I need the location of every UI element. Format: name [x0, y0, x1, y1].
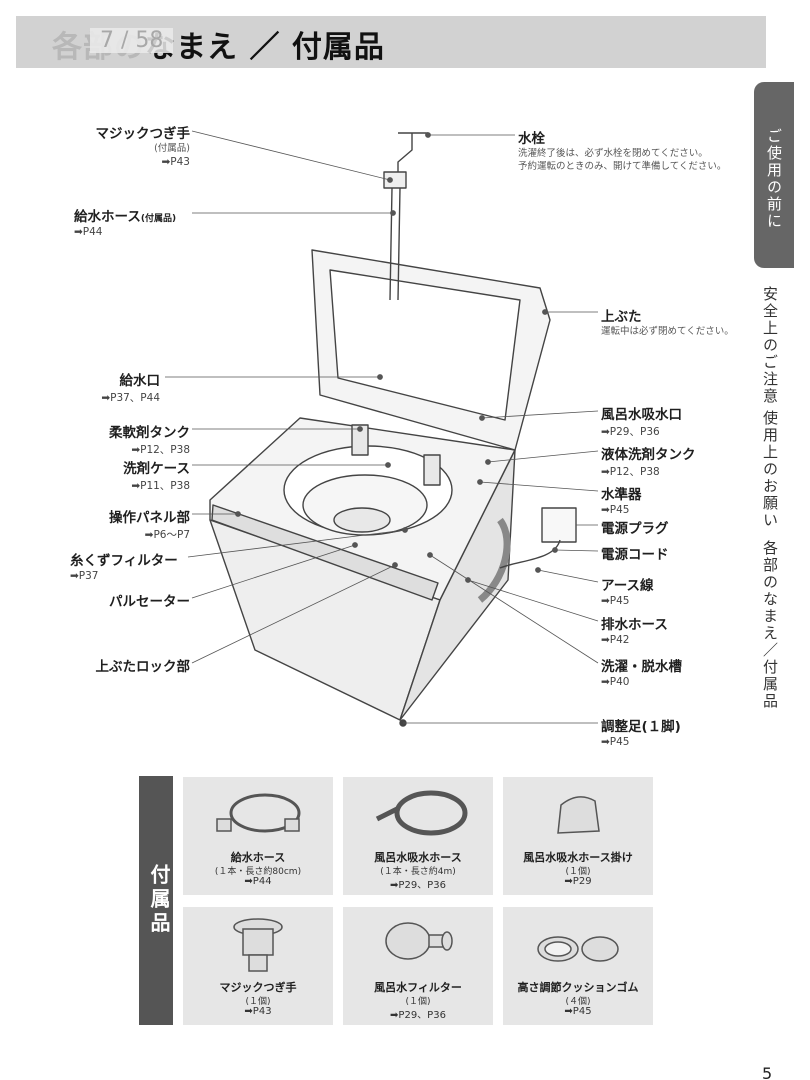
softener-tank-shape [351, 424, 369, 456]
label-power-plug: 電源プラグ [601, 521, 669, 537]
page-counter-overlay: 7 / 58 [90, 28, 174, 53]
label-ground-wire: アース線 ➡P45 [601, 578, 654, 607]
pulsator-shape [333, 507, 391, 533]
label-drain-hose: 排水ホース ➡P42 [601, 617, 668, 646]
accessory-card: 風呂水吸水ホース (１本・長さ約4m) ➡P29、P36 [343, 777, 493, 895]
drain-hose-shape [477, 517, 511, 603]
bath-hose-icon [375, 790, 468, 836]
power-plug-box [541, 507, 577, 543]
faucet-shape [397, 132, 428, 178]
control-panel-strip [211, 504, 439, 601]
label-liquid-tank: 液体洗剤タンク ➡P12、P38 [601, 447, 696, 478]
label-tub: 洗濯・脱水槽 ➡P40 [601, 659, 682, 688]
supply-hose-icon [216, 793, 301, 833]
side-tab-safety[interactable]: 安全上のご注意 [761, 286, 779, 405]
accessory-card: 高さ調節クッションゴム (４個) ➡P45 [503, 907, 653, 1025]
side-tab-usage[interactable]: 使用上のお願い [761, 410, 779, 529]
accessory-card: マジックつぎ手 (１個) ➡P43 [183, 907, 333, 1025]
label-supply-port: 給水口 ➡P37、P44 [101, 373, 160, 404]
label-detergent-case: 洗剤ケース ➡P11、P38 [123, 461, 190, 492]
label-pulsator: パルセーター [109, 594, 190, 610]
page-header: 各部のなまえ ／ 付属品 7 / 58 [16, 16, 766, 68]
label-top-lid: 上ぶた 運転中は必ず閉めてください。 [601, 309, 734, 337]
hose-hook-icon [557, 796, 600, 834]
label-control-panel: 操作パネル部 ➡P6～P7 [109, 510, 190, 541]
label-lint-filter: 糸くずフィルター ➡P37 [70, 553, 178, 582]
magic-joint-shape [383, 171, 407, 189]
magic-joint-icon [233, 918, 283, 972]
label-faucet: 水栓 洗濯終了後は、必ず水栓を閉めてください。 予約運転のときのみ、開けて準備し… [518, 131, 727, 172]
washing-machine-diagram [165, 130, 599, 727]
label-lid-lock: 上ぶたロック部 [95, 659, 191, 675]
page-number: 5 [762, 1064, 773, 1080]
accessory-card: 給水ホース (１本・長さ約80cm) ➡P44 [183, 777, 333, 895]
label-supply-hose: 給水ホース(付属品) ➡P44 [74, 209, 177, 238]
label-softener-tank: 柔軟剤タンク ➡P12、P38 [109, 425, 190, 456]
liquid-tank-shape [423, 454, 441, 486]
label-magic-joint: マジックつぎ手 (付属品) ➡P43 [95, 126, 191, 168]
label-foot: 調整足(１脚) ➡P45 [601, 719, 681, 748]
side-tab-before-use[interactable]: ご使用の前に [754, 82, 794, 268]
power-cord-shape [499, 539, 561, 569]
supply-hose-shape [389, 187, 401, 301]
accessory-card: 風呂水フィルター (１個) ➡P29、P36 [343, 907, 493, 1025]
top-lid-window [329, 269, 521, 421]
accessory-card: 風呂水吸水ホース掛け (１個) ➡P29 [503, 777, 653, 895]
accessories-title-bar: 付属品 [139, 776, 173, 1025]
side-tab-parts[interactable]: 各部のなまえ／付属品 [761, 540, 779, 710]
label-level: 水準器 ➡P45 [601, 487, 642, 516]
cushion-rubber-icon [537, 936, 619, 962]
label-bath-intake: 風呂水吸水口 ➡P29、P36 [601, 407, 682, 438]
bath-filter-icon [385, 922, 453, 960]
machine-side-panel [399, 449, 516, 721]
label-power-cord: 電源コード [601, 547, 669, 563]
